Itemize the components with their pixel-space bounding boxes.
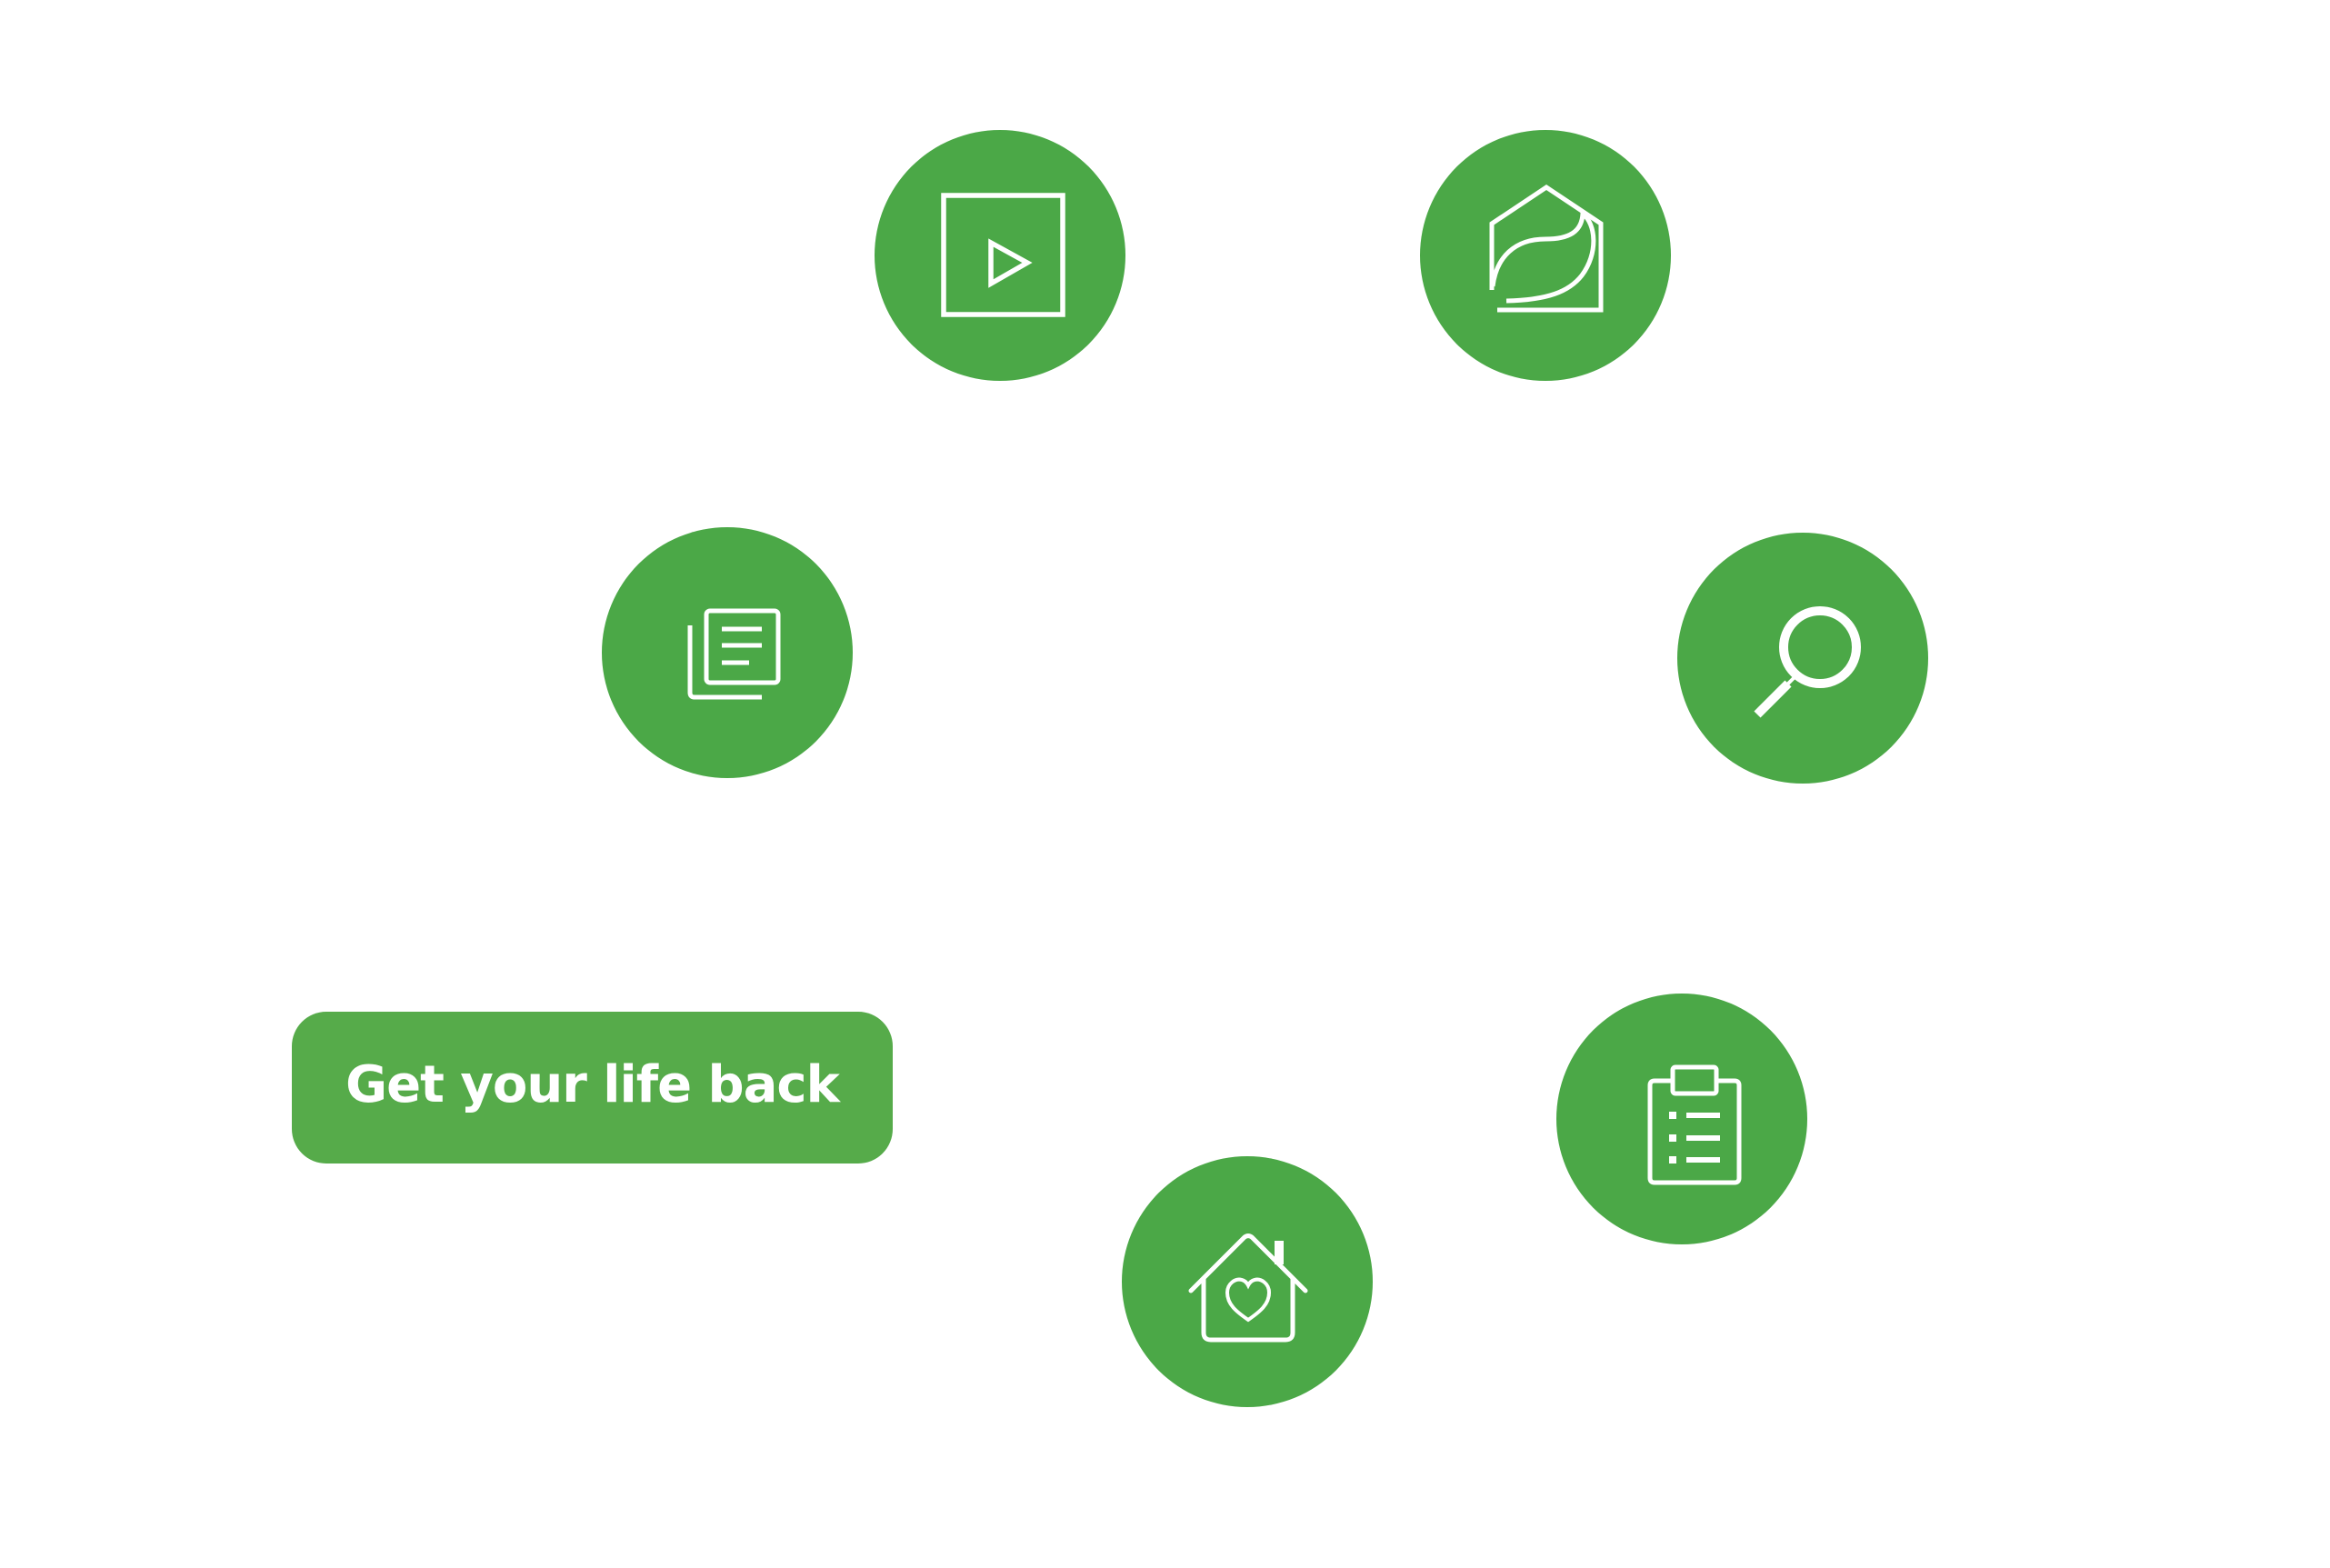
home-heart-circle-button[interactable] (1122, 1156, 1373, 1407)
eco-house-leaf-icon (1489, 184, 1604, 313)
video-circle-button[interactable] (875, 130, 1125, 381)
clipboard-checklist-icon (1647, 1064, 1742, 1185)
home-heart-icon (1188, 1233, 1308, 1343)
video-play-icon (941, 193, 1065, 317)
documents-icon (687, 608, 781, 700)
eco-house-circle-button[interactable] (1420, 130, 1671, 381)
cta-button-label: Get your life back (345, 1054, 840, 1114)
magnifying-glass-icon (1754, 606, 1861, 718)
get-your-life-back-button[interactable]: Get your life back (292, 1012, 893, 1164)
clipboard-circle-button[interactable] (1556, 994, 1807, 1244)
search-circle-button[interactable] (1677, 533, 1928, 784)
documents-circle-button[interactable] (602, 527, 853, 778)
